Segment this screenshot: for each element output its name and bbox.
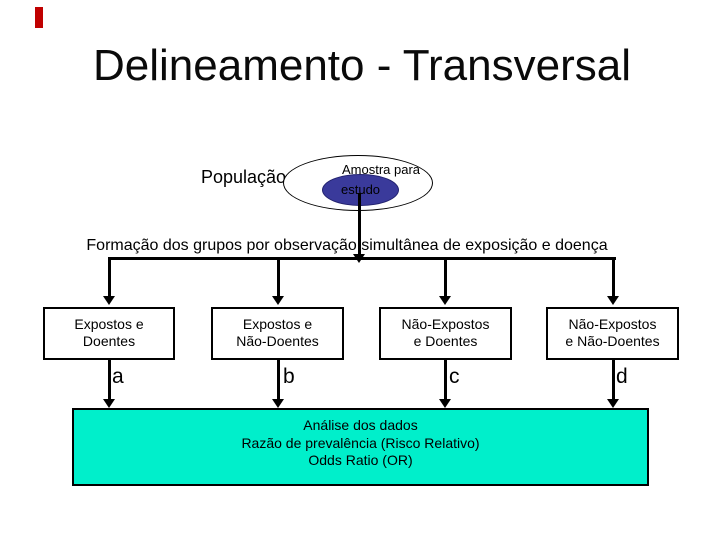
arrow-group-to-analysis-line xyxy=(444,360,447,399)
arrowhead-down-icon xyxy=(607,296,619,305)
group-box-expostos-nao-doentes: Expostos e Não-Doentes xyxy=(211,307,344,360)
group-box-label-line1: Expostos e xyxy=(74,316,144,332)
sample-label-line2: estudo xyxy=(341,182,381,197)
connector-drop-line xyxy=(277,257,280,297)
group-box-label-line2: e Doentes xyxy=(413,333,478,349)
arrowhead-down-icon xyxy=(607,399,619,408)
connector-drop-line xyxy=(612,257,615,297)
analysis-line1: Análise dos dados xyxy=(303,417,418,433)
group-box-nao-expostos-nao-doentes: Não-Expostos e Não-Doentes xyxy=(546,307,679,360)
group-box-label-line1: Não-Expostos xyxy=(401,316,490,332)
formation-caption: Formação dos grupos por observação simul… xyxy=(86,237,608,254)
arrowhead-down-icon xyxy=(103,296,115,305)
connector-drop-line xyxy=(444,257,447,297)
connector-drop-line xyxy=(108,257,111,297)
arrowhead-down-icon xyxy=(272,296,284,305)
slide-title: Delineamento - Transversal xyxy=(92,41,631,90)
cell-letter-b: b xyxy=(283,365,295,388)
cell-letter-a: a xyxy=(112,365,124,388)
analysis-line2: Razão de prevalência (Risco Relativo) xyxy=(241,434,480,451)
cell-letter-c: c xyxy=(449,365,460,388)
analysis-line3: Odds Ratio (OR) xyxy=(308,452,413,468)
arrow-group-to-analysis-line xyxy=(612,360,615,399)
group-box-nao-expostos-doentes: Não-Expostos e Doentes xyxy=(379,307,512,360)
group-box-label-line1: Não-Expostos xyxy=(568,316,657,332)
arrowhead-down-icon xyxy=(353,254,365,263)
group-box-label-line2: Não-Doentes xyxy=(236,333,319,349)
arrowhead-down-icon xyxy=(272,399,284,408)
group-box-label-line2: e Não-Doentes xyxy=(565,333,660,349)
group-box-label-line2: Doentes xyxy=(82,333,136,349)
sample-label-line1: Amostra para xyxy=(342,162,421,177)
arrow-group-to-analysis-line xyxy=(277,360,280,399)
arrowhead-down-icon xyxy=(103,399,115,408)
arrow-sample-to-groups-line xyxy=(358,193,361,255)
group-box-expostos-doentes: Expostos e Doentes xyxy=(43,307,175,360)
red-marker xyxy=(35,7,43,28)
analysis-box: Análise dos dados Razão de prevalência (… xyxy=(72,408,649,486)
arrow-group-to-analysis-line xyxy=(108,360,111,399)
cell-letter-d: d xyxy=(616,365,628,388)
population-label: População xyxy=(201,167,287,187)
group-box-label-line1: Expostos e xyxy=(242,316,313,332)
arrowhead-down-icon xyxy=(439,296,451,305)
arrowhead-down-icon xyxy=(439,399,451,408)
